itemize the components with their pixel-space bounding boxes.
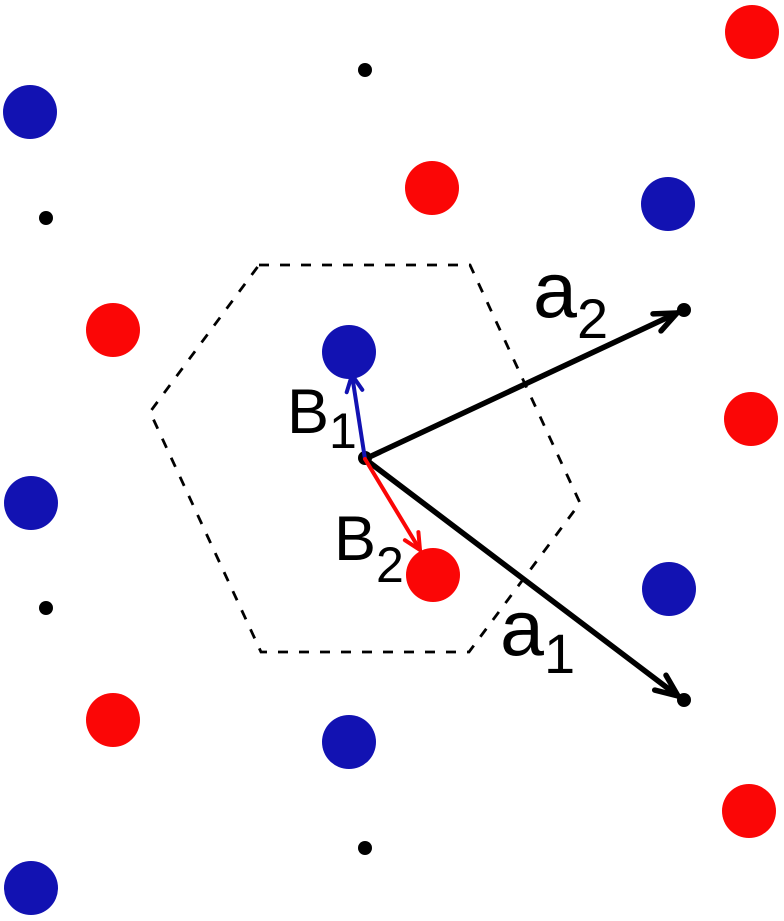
vector-shaft-a2 [362, 310, 680, 462]
vector-label-a2-sub: 2 [577, 287, 608, 350]
lattice-render-layer [3, 5, 779, 915]
lattice-point [358, 63, 372, 77]
red-sublattice-site [724, 392, 778, 446]
vector-shaft-B1 [350, 373, 367, 461]
blue-sublattice-site [3, 85, 57, 139]
red-sublattice-site [86, 693, 140, 747]
blue-sublattice-site [4, 861, 58, 915]
red-sublattice-site [86, 303, 140, 357]
vector-label-a1-sub: 1 [544, 622, 575, 685]
lattice-point [677, 303, 691, 317]
vector-label-a2: a2 [533, 245, 608, 350]
red-sublattice-site [405, 161, 459, 215]
vector-shaft-a1 [362, 456, 681, 699]
lattice-point [39, 211, 53, 225]
red-sublattice-site [406, 548, 460, 602]
blue-sublattice-site [642, 562, 696, 616]
vector-label-B1-sub: 1 [329, 403, 357, 459]
blue-sublattice-site [322, 325, 376, 379]
vector-arrowhead-B1 [344, 373, 365, 395]
red-sublattice-site [722, 784, 776, 838]
vector-label-B2: B2 [334, 504, 404, 593]
blue-sublattice-site [641, 177, 695, 231]
blue-sublattice-site [4, 476, 58, 530]
vector-label-a1-main: a [500, 583, 544, 672]
vector-label-B1-main: B [287, 377, 329, 447]
vector-arrowhead-a1 [651, 672, 681, 699]
vector-label-B1: B1 [287, 377, 357, 459]
vector-label-a1: a1 [500, 583, 575, 685]
unit-cell-outline [148, 263, 582, 654]
vector-label-B2-main: B [334, 504, 376, 574]
blue-sublattice-site [322, 715, 376, 769]
vector-arrowhead-a2 [650, 310, 680, 334]
lattice-point [358, 841, 372, 855]
lattice-point [39, 601, 53, 615]
vector-label-a2-main: a [533, 245, 577, 334]
red-sublattice-site [725, 5, 779, 59]
vector-label-B2-sub: 2 [376, 537, 404, 593]
vector-arrowhead-B2 [402, 530, 422, 552]
vector-shaft-B2 [363, 457, 422, 552]
